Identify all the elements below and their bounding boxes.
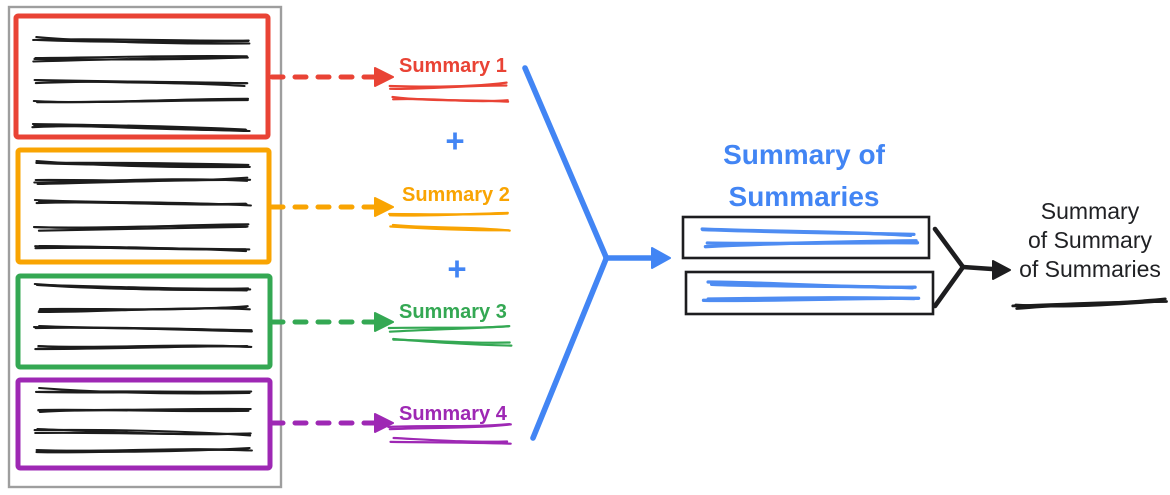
summary-scribble — [392, 338, 511, 344]
summary-of-summaries-box — [684, 270, 935, 316]
summary-scribble — [392, 436, 509, 443]
summary-label-2: Summary 2 — [402, 184, 510, 206]
text-scribble — [36, 98, 248, 104]
summary-of-summaries-title: Summary of Summaries — [723, 139, 885, 212]
summary-scribble — [388, 325, 511, 333]
summary-scribble — [389, 84, 508, 90]
summary-scribble — [389, 440, 512, 445]
text-scribble — [36, 345, 253, 350]
plus-icon: + — [447, 250, 467, 287]
text-scribble — [37, 225, 248, 232]
summary-label-3: Summary 3 — [399, 301, 507, 323]
text-scribble — [33, 178, 249, 184]
text-scribble — [34, 326, 253, 333]
blue-text-scribble — [709, 282, 915, 290]
text-scribble — [34, 54, 248, 60]
text-scribble — [31, 122, 247, 131]
final-text-scribble — [1011, 300, 1168, 308]
final-merge-line-bottom — [932, 264, 966, 309]
blue-text-scribble — [700, 227, 916, 237]
text-scribble — [35, 38, 250, 43]
final-summary-line: of Summaries — [1019, 256, 1161, 282]
plus-icon: + — [445, 122, 465, 159]
summary-of-summaries-box — [681, 215, 931, 260]
text-scribble — [32, 56, 249, 63]
final-summary-line: Summary — [1040, 198, 1140, 224]
dashed-arrowhead-green — [374, 312, 394, 332]
summary-scribble — [388, 423, 512, 431]
dashed-arrowhead-purple — [374, 413, 394, 433]
blue-text-scribble — [703, 239, 918, 249]
summary-label-4: Summary 4 — [399, 403, 507, 425]
text-scribble — [34, 79, 249, 85]
merge-line-top — [522, 65, 609, 260]
text-scribble — [35, 446, 251, 453]
text-scribble — [34, 390, 253, 394]
dashed-arrowhead-orange — [374, 197, 394, 217]
summary-scribble — [389, 225, 510, 232]
dashed-arrowhead-red — [374, 67, 394, 87]
summary-scribble — [388, 211, 509, 217]
text-scribble — [37, 407, 252, 412]
summary-scribble — [392, 97, 509, 103]
merge-line-bottom — [530, 256, 609, 441]
text-scribble — [36, 161, 249, 168]
blue-text-scribble — [701, 296, 921, 303]
final-summary-line: of Summary — [1028, 227, 1152, 253]
text-scribble — [34, 245, 247, 251]
summary-label-1: Summary 1 — [399, 55, 507, 77]
final-merge-arrowhead — [992, 260, 1011, 280]
merge-arrowhead — [651, 247, 671, 269]
text-scribble — [38, 305, 248, 312]
text-scribble — [33, 224, 249, 229]
chunk-box-red — [13, 13, 271, 140]
text-scribble — [35, 201, 248, 206]
final-summary-title: Summary of Summary of Summaries — [1007, 197, 1170, 284]
text-scribble — [33, 124, 248, 132]
text-scribble — [35, 283, 248, 292]
text-scribble — [35, 161, 250, 166]
final-merge-line-top — [932, 226, 966, 270]
final-merge-arrow-shaft — [960, 264, 995, 272]
text-scribble — [33, 428, 252, 437]
chunk-box-orange — [15, 147, 272, 265]
